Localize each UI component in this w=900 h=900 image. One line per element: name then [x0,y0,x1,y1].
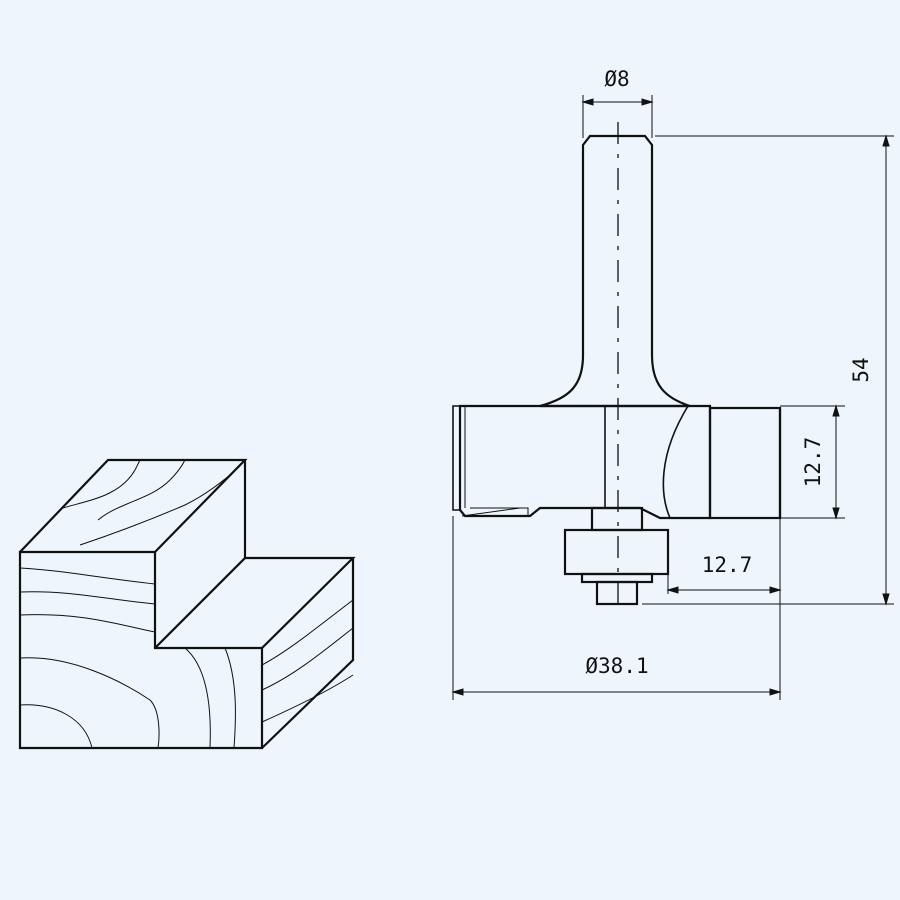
wood-grain-top [62,459,241,546]
bit-hatched-section [662,405,711,519]
bit-bearing-nut [580,572,654,584]
bit-carbide-tip [708,406,782,520]
wood-grain-front [19,567,236,749]
bit-cutting-edge-left [452,405,461,511]
bit-screw [595,580,639,606]
bit-edge-relief [461,406,529,517]
bit-bearing [563,528,670,576]
wood-block-illustration [18,458,356,750]
dim-cut-depth-label: 12.7 [702,553,753,577]
wood-rebate-floor [245,556,356,649]
dim-cutting-diameter-label: Ø38.1 [585,654,648,678]
bit-shank [539,134,691,408]
router-bit [452,122,782,612]
wood-upper-side-face [154,460,247,649]
dim-cut-height-label: 12.7 [801,437,825,488]
bit-arbor [590,506,644,532]
wood-top-face [19,458,248,553]
dim-shank-diameter-label: Ø8 [604,67,629,91]
wood-lower-side-face [261,558,355,749]
dim-overall-length-label: 54 [849,357,873,382]
wood-grain-side [261,599,354,723]
bit-body [458,404,712,520]
dimension-lines [451,95,894,700]
